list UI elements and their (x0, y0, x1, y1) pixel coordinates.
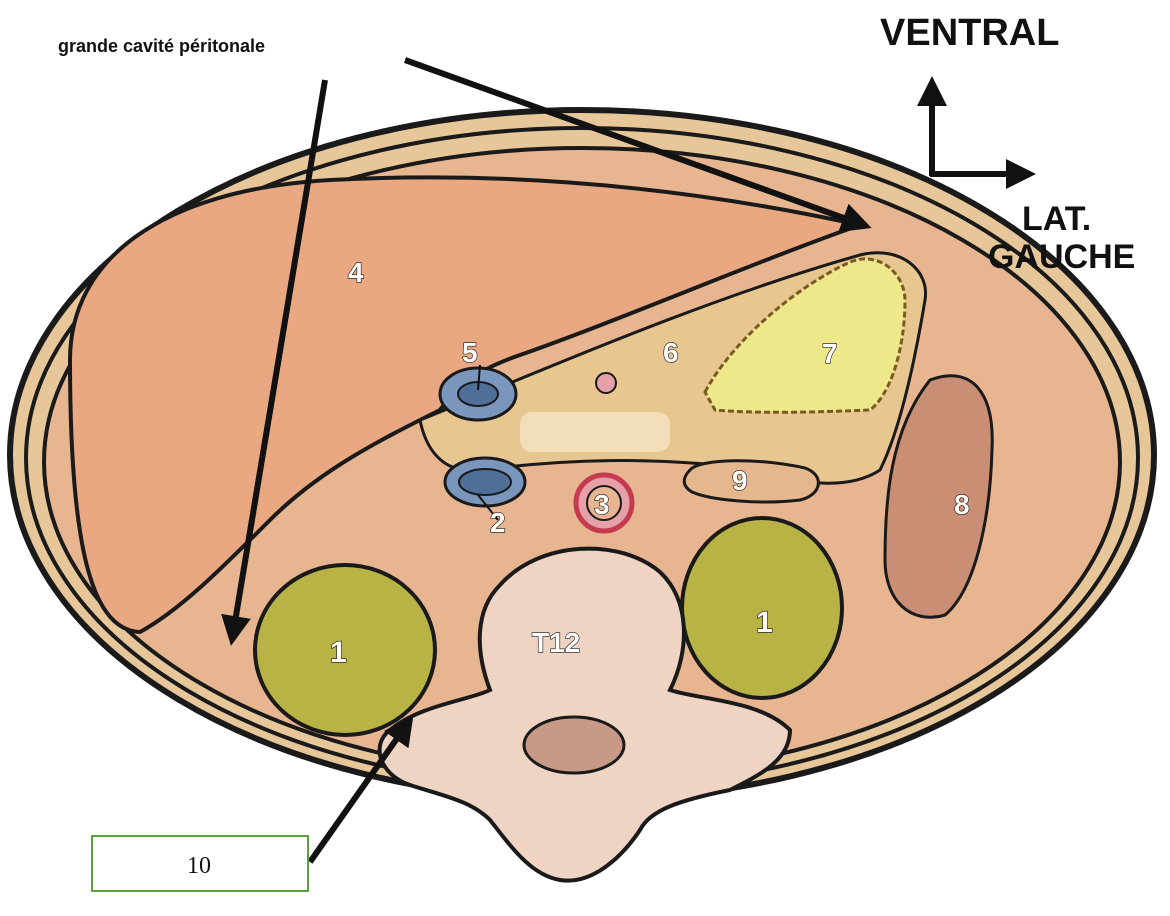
label-8: 8 (954, 489, 970, 520)
lesser-sac-structure (520, 412, 670, 452)
label-lat: LAT. (1022, 200, 1091, 238)
label-t12: T12 (532, 627, 580, 658)
ligament-vessel (596, 373, 616, 393)
spinal-canal (524, 717, 624, 773)
label-3: 3 (594, 489, 610, 520)
title-peritoneal-cavity: grande cavité péritonale (58, 36, 265, 56)
label-6: 6 (663, 337, 679, 368)
label-2: 2 (490, 507, 506, 538)
label-1-left-kidney: 1 (756, 606, 773, 639)
label-5: 5 (462, 337, 478, 368)
label-1-right-kidney: 1 (330, 636, 347, 669)
vena-cava-2-inner (459, 469, 511, 495)
answer-box-label: 10 (187, 853, 211, 879)
label-4: 4 (348, 257, 364, 288)
label-7: 7 (822, 338, 838, 369)
label-gauche: GAUCHE (988, 238, 1135, 276)
label-9: 9 (732, 465, 748, 496)
pancreas (684, 461, 818, 502)
label-ventral: VENTRAL (880, 12, 1059, 54)
